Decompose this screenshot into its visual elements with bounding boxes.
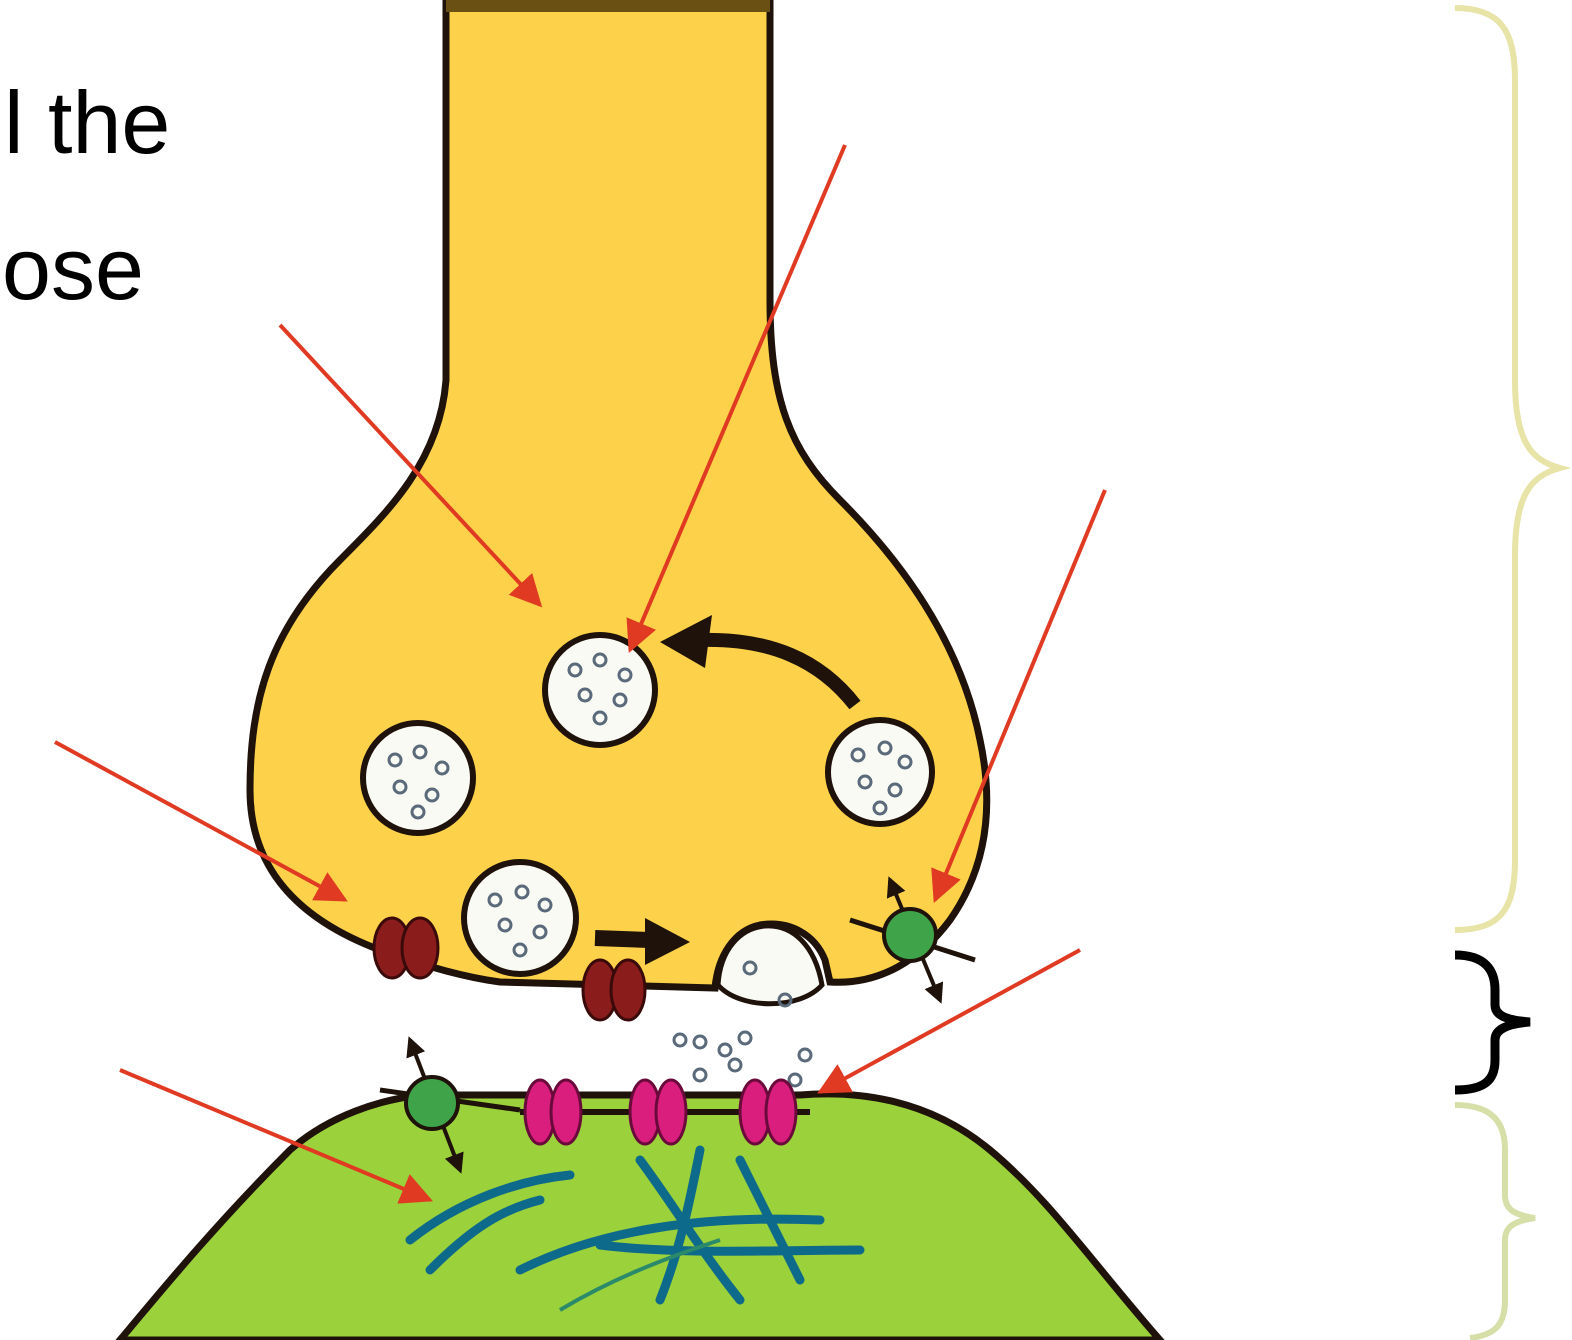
- presynaptic-ion-channel-left: [374, 918, 438, 978]
- brace-presynaptic: [1455, 8, 1560, 930]
- vesicle-docking: [464, 862, 576, 974]
- axon-top-shading: [446, 0, 770, 12]
- vesicle-right: [828, 720, 932, 824]
- vesicle-left: [363, 723, 473, 833]
- vesicle-top: [545, 635, 655, 745]
- brace-postsynaptic: [1455, 1105, 1535, 1338]
- presynaptic-terminal: [250, 0, 987, 988]
- brace-synaptic-cleft: [1455, 955, 1530, 1090]
- docking-arrow: [595, 938, 650, 940]
